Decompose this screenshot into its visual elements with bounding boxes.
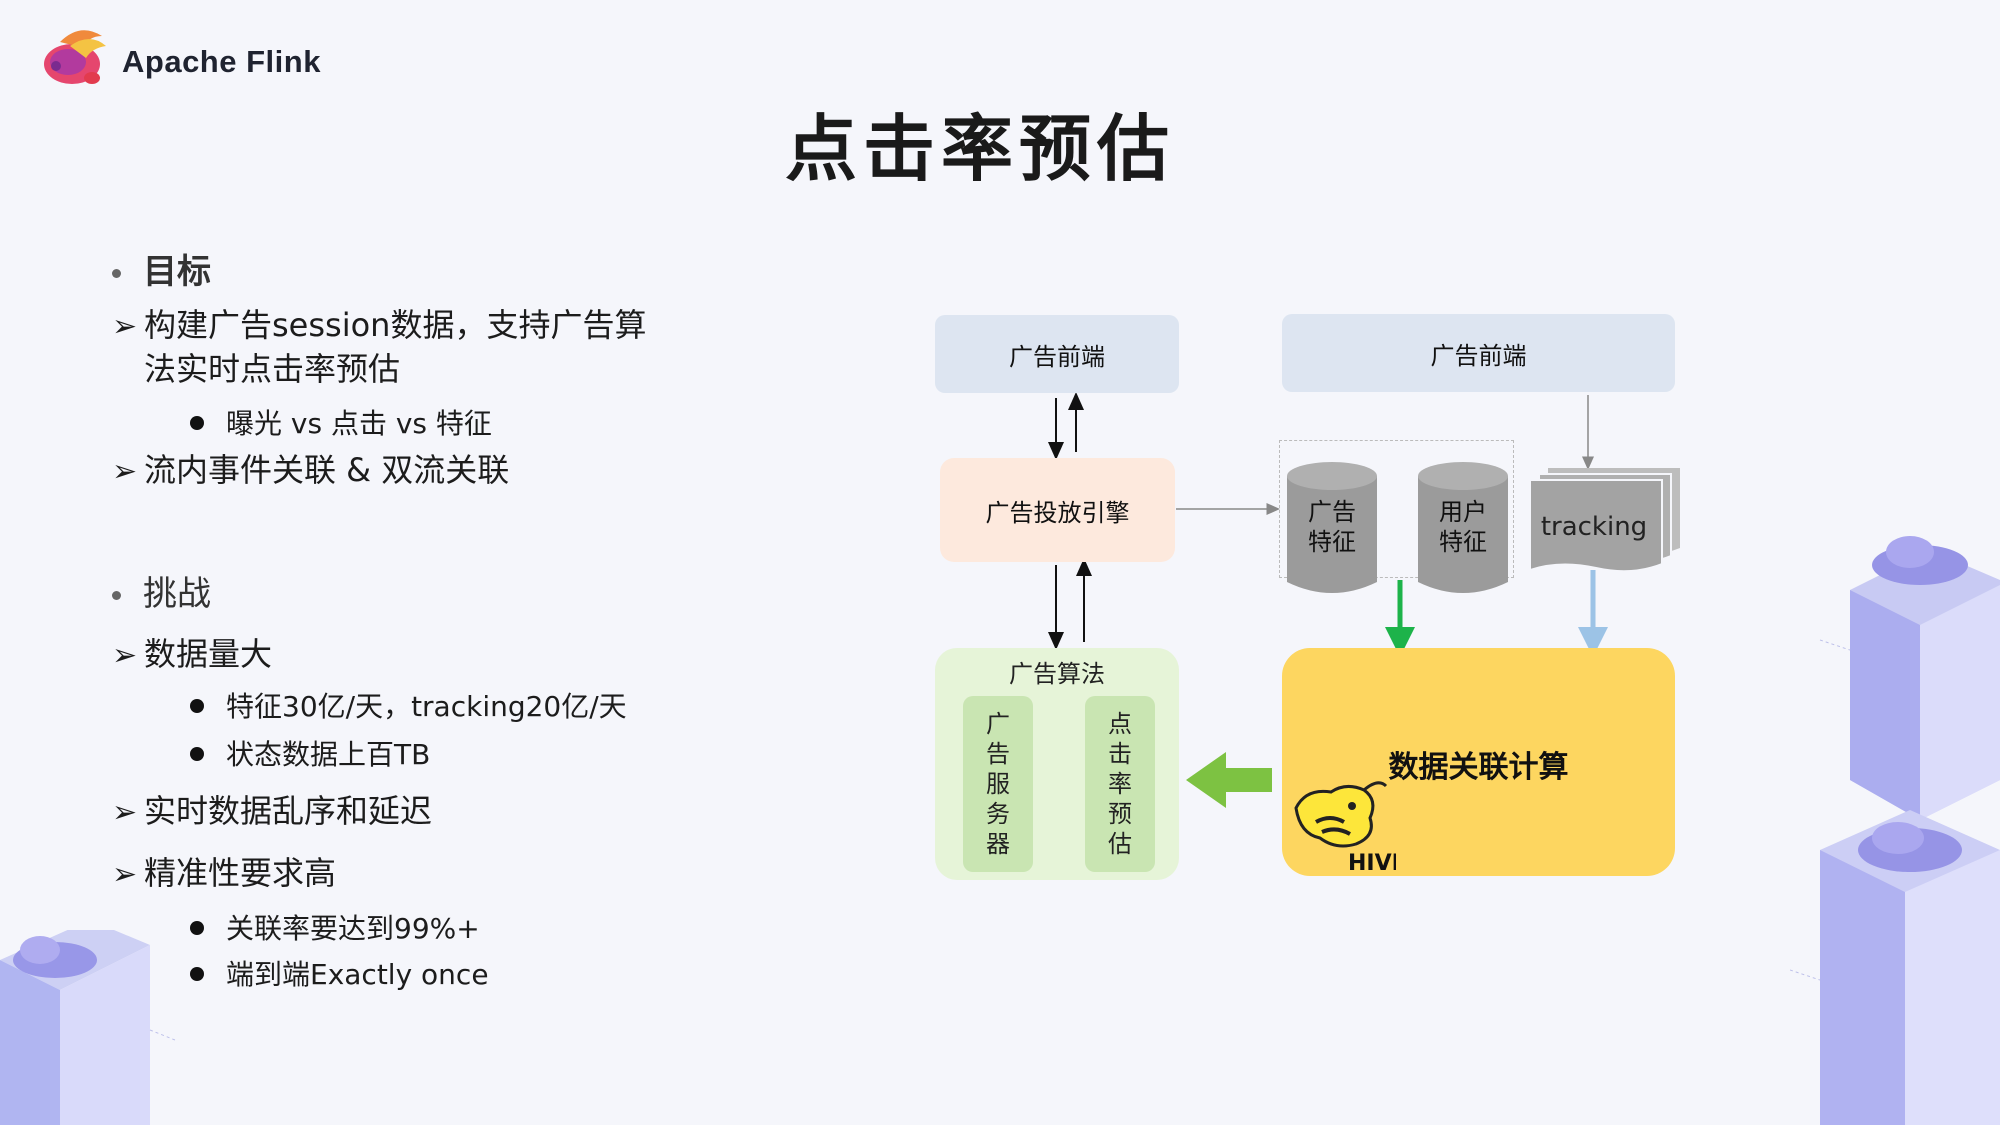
flink-squirrel-logo-icon <box>44 30 106 84</box>
challenge-subitem-3-text: 关联率要达到99%+ <box>226 912 480 945</box>
challenge-item-2: ➢实时数据乱序和延迟 <box>112 790 432 834</box>
hive-logo-icon: HIVE <box>1294 781 1396 874</box>
ad-frontend-right: 广告前端 <box>1282 314 1675 392</box>
challenge-subitem-1-text: 特征30亿/天，tracking20亿/天 <box>226 690 627 723</box>
round-bullet-icon <box>190 699 204 713</box>
arrow-bullet-icon: ➢ <box>112 309 138 344</box>
challenge-subitem-1: 特征30亿/天，tracking20亿/天 <box>190 685 627 725</box>
arrow-bullet-icon: ➢ <box>112 454 138 489</box>
goal-heading: 目标 <box>143 252 211 292</box>
section-challenge: 挑战 <box>112 566 211 615</box>
challenge-subitem-4: 端到端Exactly once <box>190 953 489 993</box>
ad-server-column: 广 告 服 务 器 <box>963 696 1033 872</box>
challenge-item-1-text: 数据量大 <box>144 635 273 673</box>
goal-item-1-line2: 法实时点击率预估 <box>144 350 401 388</box>
page-title: 点击率预估 <box>784 107 1175 191</box>
arrow-bullet-icon: ➢ <box>112 795 138 830</box>
challenge-item-3: ➢精准性要求高 <box>112 852 336 896</box>
arrow-bullet-icon: ➢ <box>112 638 138 673</box>
goal-subitem: 曝光 vs 点击 vs 特征 <box>190 402 492 442</box>
data-join-compute-label: 数据关联计算 <box>1388 750 1569 785</box>
goal-item-2-text: 流内事件关联 & 双流关联 <box>144 451 510 489</box>
goal-subitem-text: 曝光 vs 点击 vs 特征 <box>226 407 492 440</box>
decoration-cubes-left <box>0 930 176 1125</box>
goal-item-1: ➢构建广告session数据，支持广告算 法实时点击率预估 <box>112 304 646 390</box>
ctr-prediction-column: 点 击 率 预 估 <box>1085 696 1155 872</box>
ad-feature-database-icon <box>1287 462 1377 593</box>
big-arrow-compute-to-algo <box>1186 752 1272 808</box>
user-feature-label: 用户特征 <box>1439 498 1487 556</box>
goal-item-1-line1: 构建广告session数据，支持广告算 <box>144 306 647 344</box>
brand-name: Apache Flink <box>122 44 321 79</box>
ad-feature-label: 广告特征 <box>1308 498 1356 556</box>
challenge-subitem-4-text: 端到端Exactly once <box>226 958 489 991</box>
section-goal: 目标 <box>112 244 211 293</box>
ad-delivery-engine: 广告投放引擎 <box>940 458 1175 562</box>
challenge-subitem-2-text: 状态数据上百TB <box>226 738 431 771</box>
goal-item-2: ➢流内事件关联 & 双流关联 <box>112 449 509 493</box>
challenge-subitem-3: 关联率要达到99%+ <box>190 907 480 947</box>
decoration-cubes-right <box>1790 536 2000 1125</box>
feature-store-frame <box>1279 440 1514 578</box>
hive-logo-text: HIVE <box>1348 851 1396 874</box>
bullet-dot-icon <box>112 591 121 600</box>
tracking-documents-icon <box>1530 468 1680 573</box>
round-bullet-icon <box>190 921 204 935</box>
user-feature-database-icon <box>1418 462 1508 593</box>
round-bullet-icon <box>190 967 204 981</box>
challenge-item-2-text: 实时数据乱序和延迟 <box>144 792 433 830</box>
round-bullet-icon <box>190 416 204 430</box>
bullet-dot-icon <box>112 269 121 278</box>
challenge-item-1: ➢数据量大 <box>112 633 272 677</box>
challenge-item-3-text: 精准性要求高 <box>144 854 337 892</box>
ad-algorithm-title: 广告算法 <box>1009 660 1105 688</box>
challenge-heading: 挑战 <box>143 574 211 614</box>
tracking-label: tracking <box>1540 512 1648 542</box>
challenge-subitem-2: 状态数据上百TB <box>190 733 430 773</box>
ad-frontend-left: 广告前端 <box>935 315 1179 393</box>
round-bullet-icon <box>190 747 204 761</box>
arrow-bullet-icon: ➢ <box>112 857 138 892</box>
